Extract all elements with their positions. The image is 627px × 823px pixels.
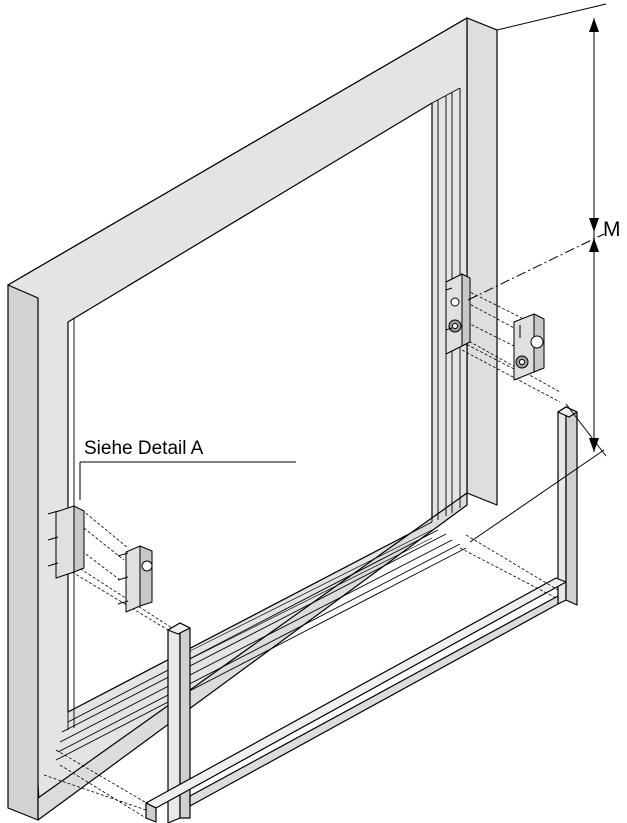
left-post-top <box>167 622 191 635</box>
bracket-upper-mounted <box>445 273 471 355</box>
sill-profile <box>55 521 467 761</box>
bracket-lower-detached <box>117 545 153 613</box>
right-post-front <box>557 406 567 605</box>
bottom-rail-front <box>189 595 559 807</box>
frame-front-face <box>7 17 468 819</box>
right-post-side <box>565 406 578 606</box>
dimension-arrowheads <box>589 18 599 452</box>
frame-bottom-face <box>37 492 468 821</box>
bracket-upper-detached <box>513 313 545 381</box>
bracket-lower-mounted <box>47 505 85 579</box>
frame-left-face <box>7 284 39 821</box>
dimension-lines <box>467 3 607 543</box>
dimension-label-m: M <box>603 218 621 241</box>
bottom-rail-end <box>145 802 157 823</box>
mounting-frame <box>145 406 578 823</box>
window-frame <box>7 17 498 821</box>
frame-right-face <box>466 17 498 506</box>
right-post-top <box>557 406 578 418</box>
detail-callout-label: Siehe Detail A <box>84 438 204 459</box>
